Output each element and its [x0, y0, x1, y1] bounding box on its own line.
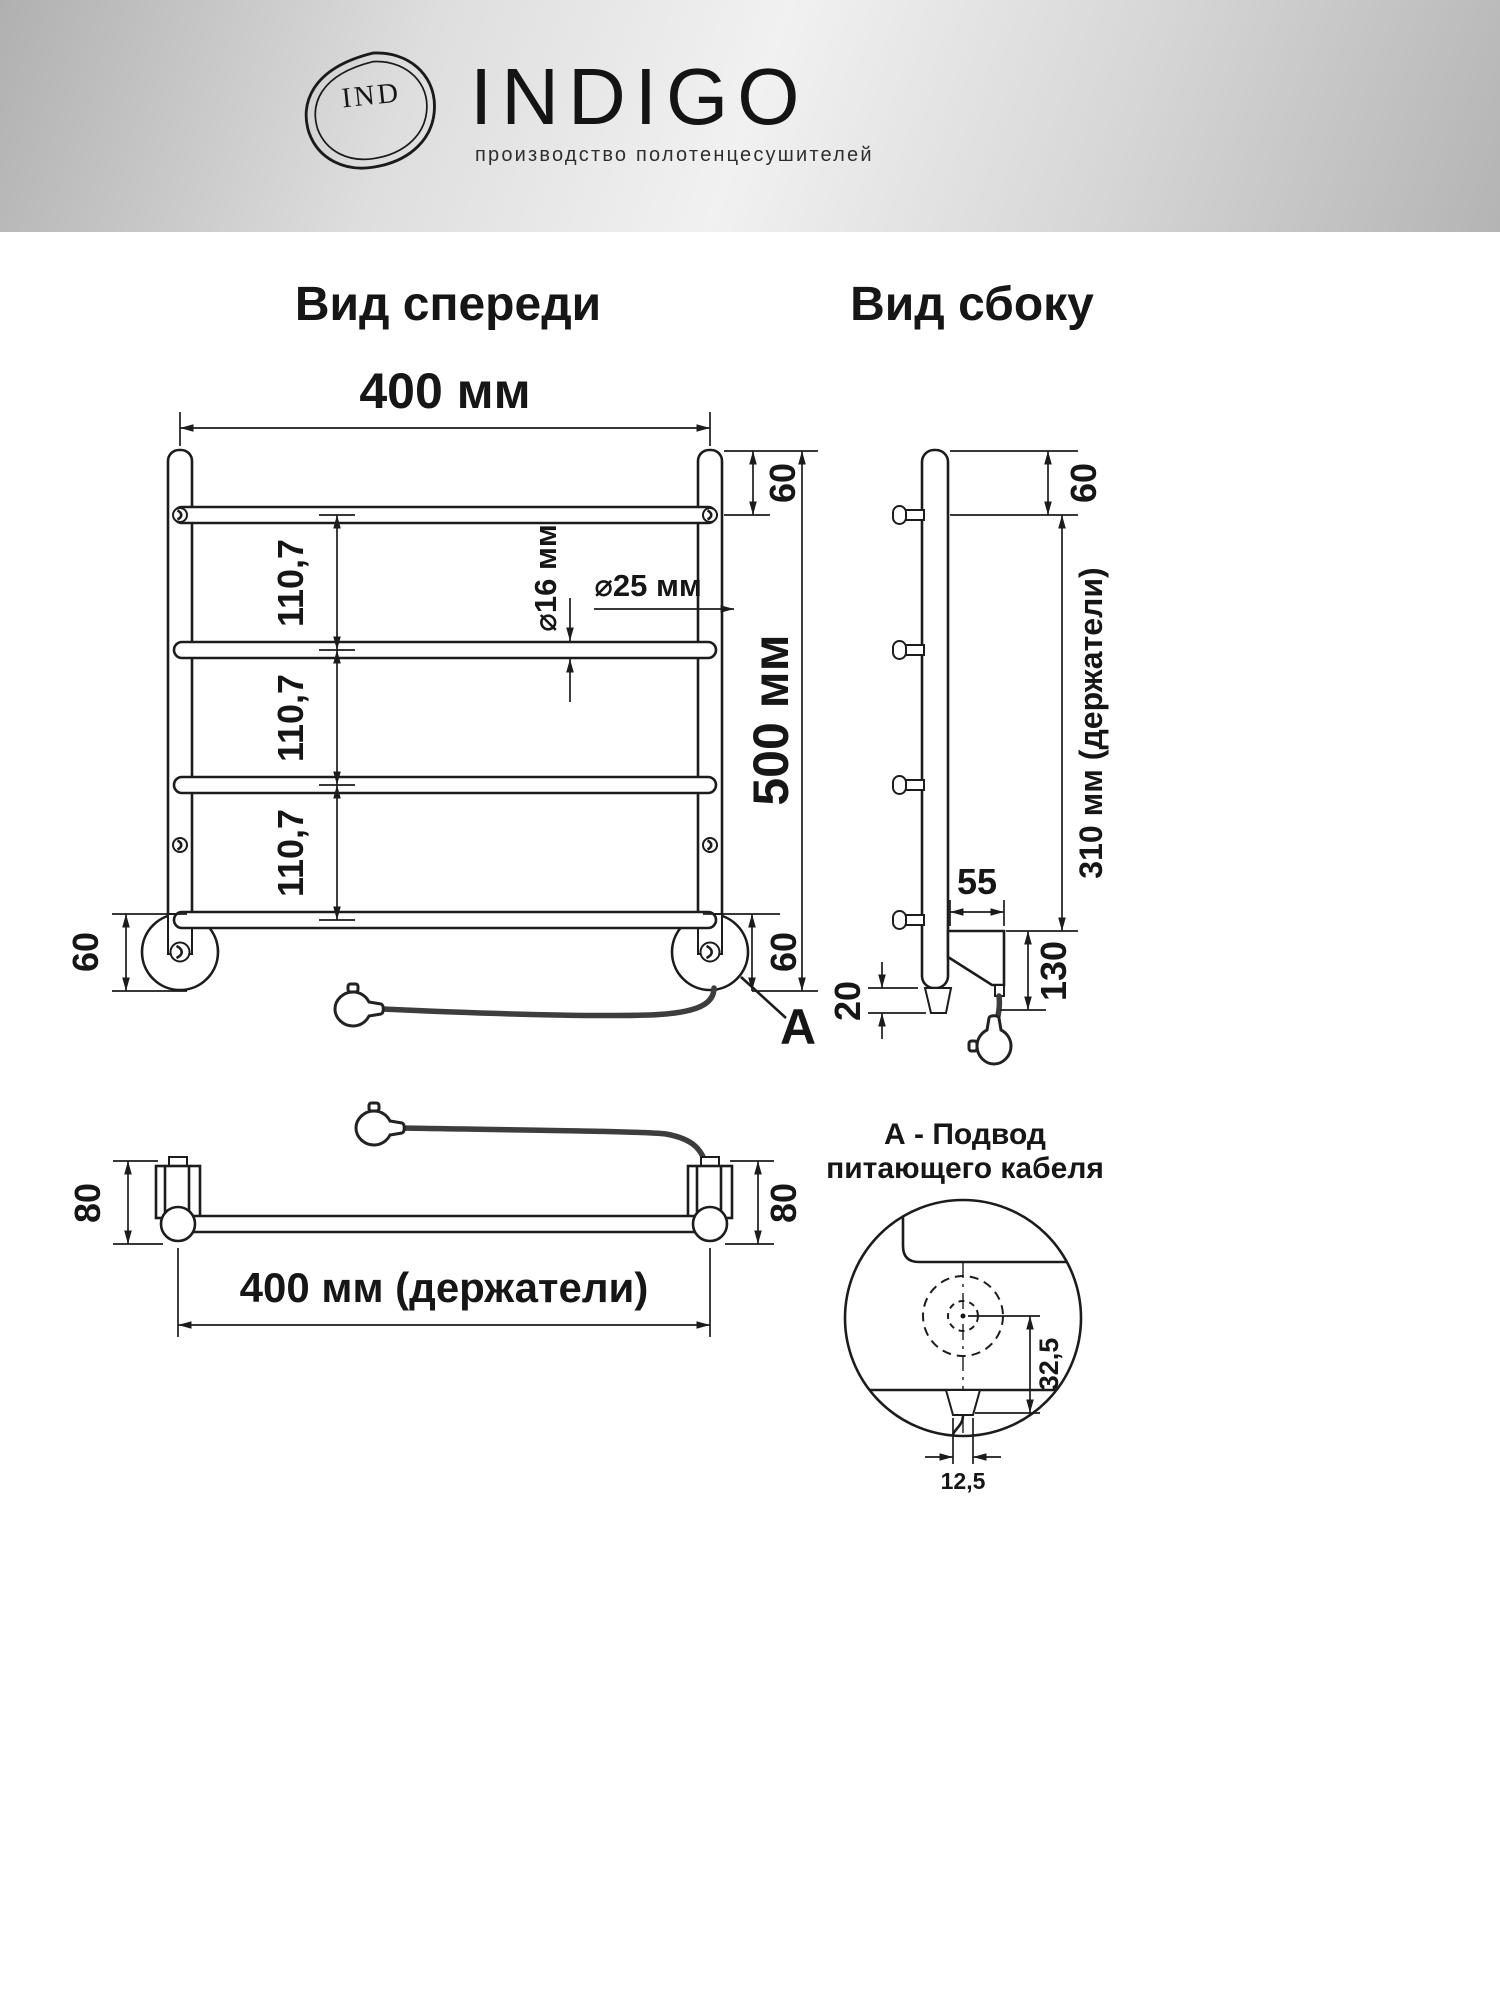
dim-bottom-gland-offset: 20 [827, 962, 926, 1039]
dim-top-offset: 60 [724, 450, 818, 516]
front-view-dimensions: 400 мм 60 500 мм [65, 363, 818, 1055]
dim-bottom-gland-offset-label: 20 [827, 981, 868, 1021]
indigo-logo: IND INDIGO производство полотенцесушител… [292, 44, 874, 180]
brand-name: INDIGO [470, 52, 809, 141]
dim-holder-left-label: 80 [67, 1183, 108, 1223]
dim-height-500: 500 мм [743, 451, 818, 992]
front-view-drawing [140, 448, 750, 1028]
brand-header: IND INDIGO производство полотенцесушител… [0, 0, 1500, 232]
dim-detail-32-5-label: 32,5 [1034, 1338, 1064, 1391]
dim-detail-12-5: 12,5 [925, 1418, 1001, 1494]
detail-a: А - Подвод питающего кабеля 32,5 [826, 1118, 1104, 1494]
dim-spacing-label-2: 110,7 [270, 674, 311, 762]
detail-marker: А [740, 976, 816, 1055]
front-right-post [696, 448, 724, 990]
side-power-cable [995, 993, 1003, 1019]
screw-icon [172, 507, 188, 523]
dim-bottom-left-offset: 60 [65, 913, 187, 992]
dim-height-label: 500 мм [743, 634, 799, 805]
bottom-power-plug-icon [354, 1101, 406, 1147]
screw-icon [702, 507, 718, 523]
holder-bar [174, 1214, 714, 1234]
dim-bracket-depth: 55 [949, 861, 1005, 926]
detail-marker-label: А [780, 999, 816, 1055]
dim-bracket-depth-label: 55 [957, 861, 997, 902]
dim-bottom-right-label: 60 [763, 932, 804, 972]
dim-holder-left-80: 80 [67, 1160, 163, 1245]
dim-tube-diameter: ⌀16 мм [528, 524, 574, 702]
power-cable [379, 985, 717, 1019]
rung-4 [172, 910, 718, 930]
front-view-title: Вид спереди [295, 278, 601, 331]
dim-width-label: 400 мм [359, 363, 530, 419]
detail-title-line2: питающего кабеля [826, 1152, 1104, 1185]
bottom-view-drawing [154, 1101, 734, 1243]
rung-2 [172, 640, 718, 660]
dim-post-diameter-label: ⌀25 мм [594, 568, 702, 603]
dim-width-400: 400 мм [179, 363, 711, 446]
side-view-drawing [892, 448, 1013, 1066]
dim-holders-width-label: 400 мм (держатели) [240, 1264, 649, 1311]
brand-tagline: производство полотенцесушителей [475, 144, 874, 166]
dim-detail-12-5-label: 12,5 [941, 1468, 986, 1494]
side-rung-profile [892, 775, 925, 795]
power-plug-icon [333, 982, 385, 1028]
dim-bottom-right-offset: 60 [703, 913, 804, 991]
cable-gland [923, 987, 953, 1014]
logo-mark-text: IND [340, 77, 402, 114]
detail-title-line1: А - Подвод [884, 1118, 1046, 1151]
side-rung-profile [892, 910, 925, 930]
indigo-logo-mark-icon: IND [304, 51, 436, 170]
dim-holders-width: 400 мм (держатели) [177, 1248, 711, 1337]
side-power-plug-icon [967, 1014, 1013, 1066]
dim-holder-right-80: 80 [725, 1160, 804, 1245]
side-wall-bracket [946, 929, 1006, 987]
screw-icon [169, 941, 191, 963]
dim-holder-right-label: 80 [763, 1183, 804, 1223]
side-view-dimensions: 60 310 мм (держатели) 55 130 [827, 450, 1109, 1039]
dim-spacing-label-3: 110,7 [270, 809, 311, 897]
dim-post-diameter: ⌀25 мм [594, 568, 734, 613]
side-view-title: Вид сбоку [850, 278, 1094, 331]
logo-text-block: INDIGO производство полотенцесушителей [470, 57, 874, 167]
side-rung-profile [892, 505, 925, 525]
rung-3 [172, 775, 718, 795]
screw-icon [702, 837, 718, 853]
dim-spacing-label-1: 110,7 [270, 539, 311, 627]
side-post [920, 448, 950, 990]
bottom-view-dimensions: 80 80 400 мм (держатели) [67, 1160, 804, 1337]
dim-bracket-height: 130 [1000, 931, 1074, 1011]
dim-top-offset-label: 60 [762, 463, 803, 503]
dim-detail-32-5: 32,5 [968, 1315, 1064, 1414]
side-rung-profile [892, 640, 925, 660]
detail-circle [843, 1198, 1083, 1438]
dim-side-top-offset: 60 [950, 450, 1104, 516]
dim-bottom-left-label: 60 [65, 932, 106, 972]
rung-1 [172, 505, 718, 525]
bar-end-right [691, 1205, 729, 1243]
dim-holders-span: 310 мм (держатели) [1006, 515, 1109, 932]
front-left-post [166, 448, 194, 990]
bottom-power-cable [400, 1125, 710, 1170]
screw-icon [172, 837, 188, 853]
detail-cable-gland [944, 1389, 982, 1416]
dim-bracket-height-label: 130 [1033, 941, 1074, 1001]
hole-center-dot [960, 1313, 966, 1319]
dim-rung-spacings: 110,7 110,7 110,7 [270, 514, 355, 921]
dim-holders-span-label: 310 мм (держатели) [1073, 567, 1109, 878]
screw-icon [699, 941, 721, 963]
bar-end-left [159, 1205, 197, 1243]
dim-tube-diameter-label: ⌀16 мм [528, 524, 563, 632]
detail-cable [951, 1414, 965, 1435]
dim-side-top-offset-label: 60 [1063, 463, 1104, 503]
